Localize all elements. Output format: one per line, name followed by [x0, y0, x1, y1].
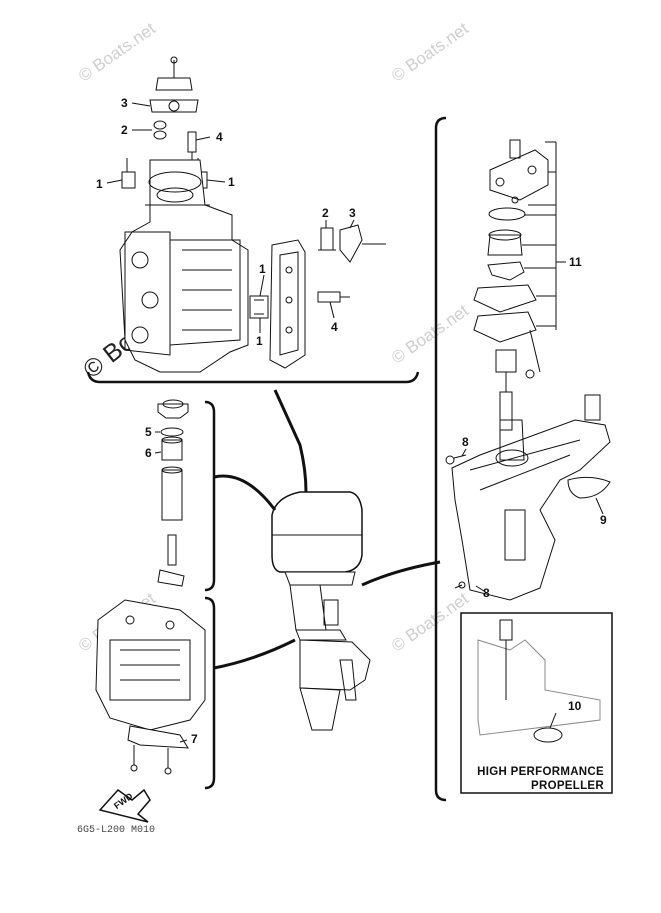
water-pump-group — [473, 139, 566, 431]
callout-11: 11 — [569, 255, 582, 269]
callout-5: 5 — [145, 425, 152, 439]
callout-9: 9 — [600, 513, 607, 527]
inset-frame — [460, 612, 613, 794]
callout-8: 8 — [462, 435, 469, 449]
callout-1: 1 — [259, 262, 266, 276]
powerhead-group — [106, 56, 386, 373]
callout-2: 2 — [121, 123, 128, 137]
callout-6: 6 — [145, 446, 152, 460]
inset-caption-line2: PROPELLER — [531, 780, 604, 792]
inset-caption: HIGH PERFORMANCE PROPELLER — [470, 765, 604, 793]
callout-2: 2 — [322, 206, 329, 220]
callout-3: 3 — [121, 96, 128, 110]
callout-10: 10 — [568, 699, 582, 713]
callout-8: 8 — [483, 586, 490, 600]
outboard-silhouette — [271, 491, 371, 731]
hp-propeller-group — [477, 619, 601, 743]
fuel-filter-group — [154, 399, 189, 587]
inset-caption-line1: HIGH PERFORMANCE — [477, 766, 604, 778]
callout-1: 1 — [96, 177, 103, 191]
callout-1: 1 — [256, 334, 263, 348]
callout-1: 1 — [228, 175, 235, 189]
callout-3: 3 — [349, 206, 356, 220]
callout-4: 4 — [331, 320, 338, 334]
callout-7: 7 — [191, 732, 198, 746]
lower-unit-group — [445, 394, 611, 601]
callout-4: 4 — [216, 130, 223, 144]
diagram-code: 6G5-L200 M010 — [77, 825, 156, 836]
bottom-cowling-group — [95, 599, 206, 775]
